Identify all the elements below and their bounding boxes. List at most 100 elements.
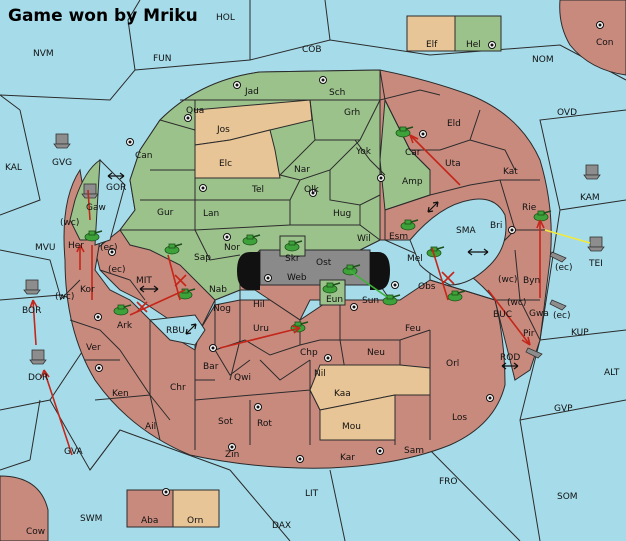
region-label-sun: Sun xyxy=(362,296,379,306)
green-borders xyxy=(120,99,431,261)
region-label-chp: Chp xyxy=(300,348,318,358)
region-label-lit: LIT xyxy=(305,489,319,499)
region-label-wc: (wc) xyxy=(498,275,517,285)
region-label-hol: HOL xyxy=(216,13,235,23)
region-label-ec: (ec) xyxy=(108,265,126,275)
sea-rbu[interactable] xyxy=(148,314,206,346)
region-label-neu: Neu xyxy=(367,348,385,358)
region-label-jad: Jad xyxy=(244,87,259,97)
fleet-tei xyxy=(587,236,605,252)
sea-gor[interactable] xyxy=(94,158,126,246)
region-label-amp: Amp xyxy=(402,177,423,187)
region-label-los: Los xyxy=(452,413,467,423)
region-kaa[interactable] xyxy=(309,364,431,411)
region-label-car: Car xyxy=(405,148,421,158)
region-label-dax: DAX xyxy=(272,521,291,531)
region-label-zin: Zin xyxy=(225,450,239,460)
region-label-rot: Rot xyxy=(257,419,272,429)
region-label-qua: Qua xyxy=(186,106,204,116)
region-mou[interactable] xyxy=(319,394,396,441)
region-elf[interactable] xyxy=(406,15,456,52)
region-label-hug: Hug xyxy=(333,209,351,219)
region-label-nvm: NVM xyxy=(33,49,54,59)
region-label-hil: Hil xyxy=(253,300,265,310)
region-cow[interactable] xyxy=(0,475,49,541)
region-aba[interactable] xyxy=(126,489,174,528)
region-label-nar: Nar xyxy=(294,165,310,175)
region-label-sot: Sot xyxy=(218,417,233,427)
region-label-hel: Hel xyxy=(466,40,481,50)
region-label-eun: Eun xyxy=(326,295,343,305)
region-label-sam: Sam xyxy=(404,446,424,456)
region-label-mou: Mou xyxy=(342,422,361,432)
region-label-kor: Kor xyxy=(80,285,95,295)
region-label-gwa: Gwa xyxy=(529,309,549,319)
region-label-mvu: MVU xyxy=(35,243,56,253)
region-label-sap: Sap xyxy=(194,253,211,263)
region-label-ver: Ver xyxy=(86,343,101,353)
region-label-cow: Cow xyxy=(26,527,45,537)
region-label-jos: Jos xyxy=(216,125,230,135)
region-label-bor: BOR xyxy=(22,306,41,316)
fleet-kup xyxy=(549,299,567,311)
region-label-rbu: RBU xyxy=(166,326,185,336)
region-label-ail: Ail xyxy=(145,422,156,432)
region-label-mel: Mel xyxy=(407,254,423,264)
region-label-can: Can xyxy=(135,151,153,161)
region-label-gur: Gur xyxy=(157,208,174,218)
region-label-rie: Rie xyxy=(522,203,537,213)
region-label-ec: (ec) xyxy=(100,243,118,253)
region-label-pir: Pir xyxy=(523,329,535,339)
region-label-kat: Kat xyxy=(503,167,518,177)
region-label-gvg: GVG xyxy=(52,158,72,168)
region-label-uru: Uru xyxy=(253,324,269,334)
region-label-swm: SWM xyxy=(80,514,102,524)
fleet-bor xyxy=(23,279,41,295)
region-label-rod: ROD xyxy=(500,353,520,363)
region-label-tei: TEI xyxy=(588,259,603,269)
region-label-sma: SMA xyxy=(456,226,476,236)
fleet-units xyxy=(23,133,605,365)
region-label-dor: DOR xyxy=(28,373,48,383)
region-label-byn: Byn xyxy=(523,276,540,286)
region-label-grh: Grh xyxy=(344,108,360,118)
region-label-feu: Feu xyxy=(405,324,421,334)
region-label-cob: COB xyxy=(302,45,322,55)
region-label-wc: (wc) xyxy=(507,298,526,308)
region-orn[interactable] xyxy=(172,489,220,528)
region-label-gva: GVA xyxy=(64,447,84,457)
region-label-sch: Sch xyxy=(329,88,345,98)
region-label-kar: Kar xyxy=(340,453,355,463)
region-label-mit: MIT xyxy=(136,276,152,286)
passage-markers xyxy=(107,172,519,370)
region-label-eld: Eld xyxy=(447,119,461,129)
region-label-fro: FRO xyxy=(439,477,458,487)
supply-centers xyxy=(94,21,604,496)
region-label-elc: Elc xyxy=(219,159,232,169)
region-label-nil: Nil xyxy=(314,369,326,379)
fleet-dor xyxy=(29,349,47,365)
region-label-nog: Nog xyxy=(213,304,231,314)
region-label-skr: Skr xyxy=(285,254,300,264)
region-label-nab: Nab xyxy=(209,285,227,295)
region-label-kam: KAM xyxy=(580,193,600,203)
region-label-orn: Orn xyxy=(187,516,203,526)
army-units xyxy=(84,126,552,333)
region-con[interactable] xyxy=(559,0,626,76)
region-label-obs: Obs xyxy=(418,282,436,292)
region-label-bar: Bar xyxy=(203,362,219,372)
fleet-byn xyxy=(549,251,567,263)
region-label-gvp: GVP xyxy=(554,404,573,414)
region-label-nom: NOM xyxy=(532,55,554,65)
region-label-aba: Aba xyxy=(141,516,158,526)
region-label-her: Her xyxy=(68,241,84,251)
region-label-som: SOM xyxy=(557,492,578,502)
region-label-gor: GOR xyxy=(106,183,126,193)
region-label-web: Web xyxy=(287,273,307,283)
region-label-con: Con xyxy=(596,38,614,48)
region-label-alt: ALT xyxy=(604,368,620,378)
fleet-pir xyxy=(525,347,543,359)
region-label-olk: Olk xyxy=(304,185,320,195)
region-label-lan: Lan xyxy=(203,209,219,219)
